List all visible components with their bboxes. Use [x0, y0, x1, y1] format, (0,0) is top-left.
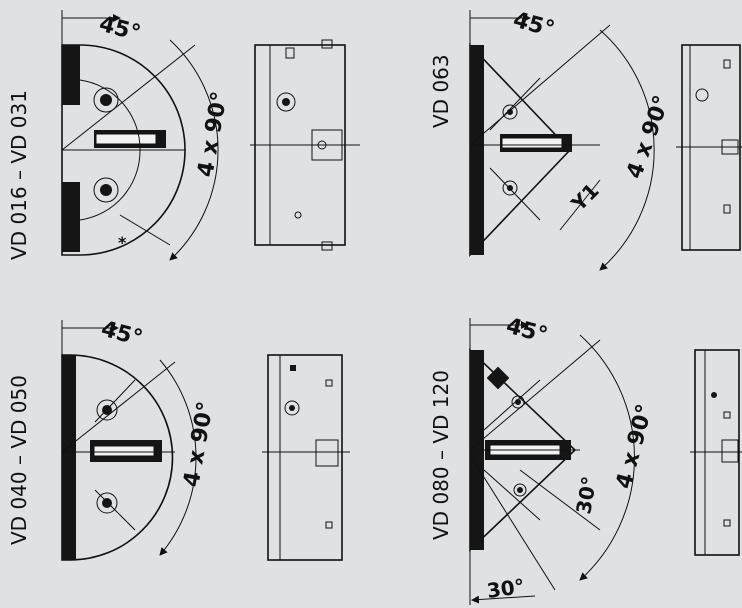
footnote-marker: * — [118, 233, 127, 252]
view-vd040-050-side — [262, 354, 350, 561]
view-vd063-front: VD 063 45° 4 x 90° Y1 — [429, 8, 675, 271]
angle-label-45: 45° — [503, 314, 550, 349]
view-vd063-side — [676, 44, 742, 251]
view-vd016-031-side — [250, 39, 360, 251]
angle-label-30-bottom: 30° — [485, 574, 526, 603]
model-label-vd080-120: VD 080 – VD 120 — [429, 370, 453, 540]
angle-label-30-side: 30° — [571, 474, 601, 515]
model-label-vd063: VD 063 — [429, 54, 453, 128]
range-label-4x90: 4 x 90° — [193, 90, 233, 179]
model-label-vd016-031: VD 016 – VD 031 — [7, 90, 31, 260]
view-vd080-120-front: VD 080 – VD 120 45° 4 x 90° 30° 30° — [429, 314, 658, 605]
angle-label-45: 45° — [510, 8, 557, 43]
range-label-4x90: 4 x 90° — [179, 400, 219, 489]
range-label-4x90: 4 x 90° — [612, 402, 659, 492]
view-vd080-120-side — [690, 349, 742, 556]
angle-label-45: 45° — [96, 12, 143, 47]
range-label-4x90: 4 x 90° — [622, 92, 675, 182]
model-label-vd040-050: VD 040 – VD 050 — [7, 375, 31, 545]
angle-label-45: 45° — [98, 317, 145, 352]
view-vd016-031-front: VD 016 – VD 031 45° 4 x 90° * — [7, 10, 233, 261]
dimension-label-y1: Y1 — [566, 178, 604, 216]
view-vd040-050-front: VD 040 – VD 050 45° 4 x 90° — [7, 317, 219, 561]
